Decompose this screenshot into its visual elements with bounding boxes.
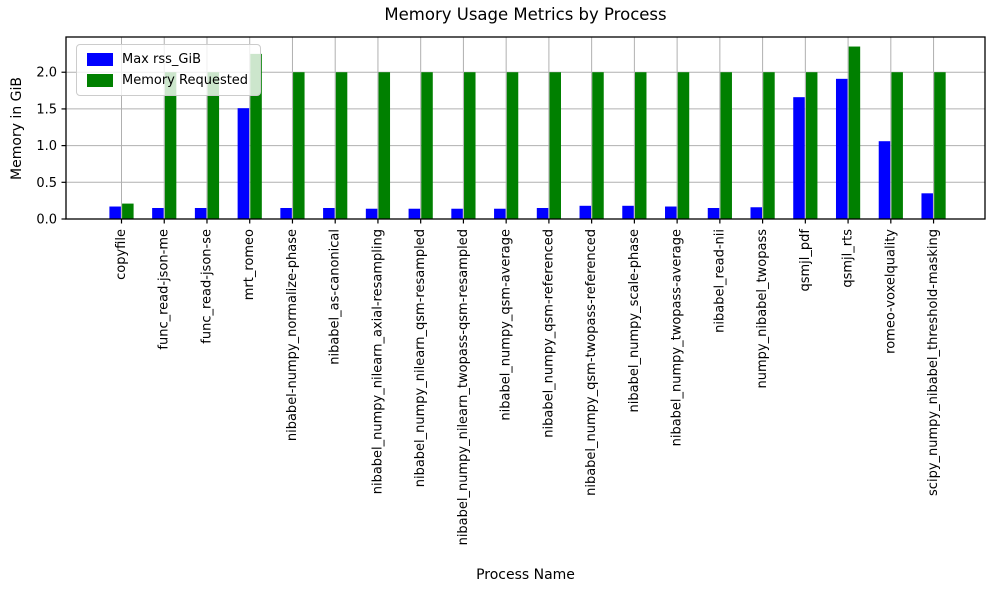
bar-memory-requested: [335, 72, 348, 220]
bar-memory-requested: [378, 72, 391, 220]
chart-title: Memory Usage Metrics by Process: [384, 5, 667, 24]
x-tick-label: nibabel_as-canonical: [328, 229, 343, 365]
bar-max-rss: [194, 207, 207, 219]
bar-max-rss: [878, 141, 891, 219]
x-tick-label: numpy_nibabel_twopass: [755, 229, 770, 389]
plot-border: [65, 36, 986, 220]
bar-memory-requested: [164, 72, 177, 220]
bar-memory-requested: [207, 72, 220, 220]
x-tick-label: nibabel_numpy_nilearn_axial-resampling: [370, 229, 385, 494]
y-tick-label: 2.0: [36, 66, 57, 81]
bar-memory-requested: [464, 72, 476, 220]
x-axis-label: Process Name: [476, 567, 575, 583]
x-tick-label: qsmjl_rts: [841, 229, 856, 288]
bar-max-rss: [793, 97, 805, 219]
bar-memory-requested: [634, 72, 647, 220]
bar-memory-requested: [250, 53, 262, 220]
bar-max-rss: [280, 207, 292, 219]
x-tick-label: scipy_numpy_nibabel_threshold-masking: [926, 229, 941, 496]
bar-max-rss: [622, 205, 634, 219]
bar-memory-requested: [549, 72, 561, 220]
bar-memory-requested: [720, 72, 732, 220]
x-tick-label: nibabel_numpy_nilearn_twopass-qsm-resamp…: [456, 229, 471, 545]
legend-swatch-memory-requested: [87, 74, 113, 87]
bar-memory-requested: [122, 203, 134, 219]
bar-max-rss: [494, 208, 506, 219]
legend-item-memory-requested: Memory Requested: [87, 73, 248, 88]
bar-max-rss: [835, 78, 848, 219]
bar-max-rss: [152, 207, 164, 219]
x-tick-label: nibabel_numpy_qsm-twopass-referenced: [584, 229, 599, 496]
bar-max-rss: [408, 208, 421, 219]
x-tick-label: func_read-json-se: [199, 229, 214, 344]
bar-memory-requested: [592, 72, 604, 220]
bar-max-rss: [536, 207, 549, 219]
x-tick-label: mrt_romeo: [242, 229, 257, 300]
y-tick-label: 0.5: [36, 176, 57, 191]
y-axis-label: Memory in GiB: [9, 76, 25, 180]
bar-memory-requested: [934, 72, 946, 220]
bar-memory-requested: [891, 72, 903, 220]
y-tick-label: 0.0: [36, 213, 57, 228]
bar-max-rss: [750, 207, 762, 219]
x-tick-label: func_read-json-me: [157, 229, 172, 350]
bar-memory-requested: [293, 72, 305, 220]
bar-max-rss: [323, 207, 335, 219]
bar-memory-requested: [805, 72, 818, 220]
x-tick-label: nibabel_numpy_qsm-average: [499, 229, 514, 421]
bar-memory-requested: [677, 72, 690, 220]
legend: Max rss_GiB Memory Requested: [76, 44, 262, 96]
x-tick-label: copyfile: [114, 229, 129, 280]
x-tick-label: nibabel-numpy_normalize-phase: [285, 229, 300, 441]
bar-max-rss: [707, 207, 720, 219]
bar-max-rss: [921, 193, 933, 219]
x-tick-label: qsmjl_pdf: [798, 229, 813, 292]
bar-memory-requested: [763, 72, 775, 220]
x-tick-label: nibabel_numpy_scale-phase: [627, 229, 642, 412]
x-tick-label: nibabel_read-nii: [712, 229, 727, 333]
x-tick-label: romeo-voxelquality: [883, 229, 898, 354]
legend-swatch-max-rss: [87, 53, 113, 66]
bar-max-rss: [451, 208, 463, 219]
bar-max-rss: [579, 205, 592, 219]
y-axis-label-wrap: Memory in GiB: [0, 37, 34, 219]
legend-item-max-rss: Max rss_GiB: [87, 52, 248, 67]
bar-max-rss: [109, 206, 121, 219]
bar-max-rss: [665, 206, 677, 219]
x-tick-label: nibabel_numpy_twopass-average: [670, 229, 685, 446]
x-tick-label: nibabel_numpy_qsm-referenced: [541, 229, 556, 438]
bar-memory-requested: [506, 72, 519, 220]
bar-max-rss: [365, 208, 378, 219]
legend-label-max-rss: Max rss_GiB: [122, 52, 202, 67]
legend-label-memory-requested: Memory Requested: [122, 73, 249, 88]
y-tick-label: 1.5: [36, 102, 57, 117]
y-tick-label: 1.0: [36, 139, 57, 154]
bar-max-rss: [237, 108, 250, 219]
bar-memory-requested: [421, 72, 433, 220]
bar-memory-requested: [848, 46, 861, 220]
x-tick-label: nibabel_numpy_nilearn_qsm-resampled: [413, 229, 428, 487]
